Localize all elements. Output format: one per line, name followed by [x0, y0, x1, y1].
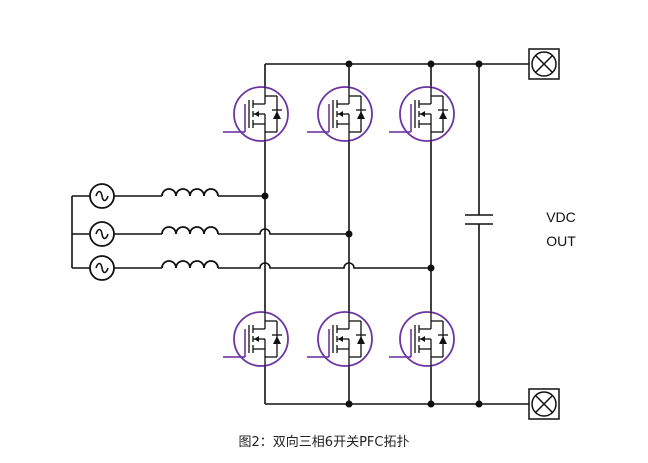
output-label-vdc: VDC: [546, 209, 576, 225]
mosfet-icon: [233, 86, 289, 142]
ac-source-icon: [89, 255, 115, 281]
terminal-icon: [528, 48, 560, 80]
mosfet-icon: [399, 86, 455, 142]
mosfet-icon: [317, 86, 373, 142]
terminal-icon: [528, 388, 560, 420]
mosfet-icon: [317, 311, 373, 367]
junction-dots: [261, 60, 483, 408]
mosfet-icon: [233, 311, 289, 367]
ac-source-icon: [89, 221, 115, 247]
output-label-out: OUT: [546, 233, 576, 249]
ac-input: [71, 195, 431, 269]
mosfet-icon: [399, 311, 455, 367]
bridge-legs: [264, 64, 432, 404]
inductor-icon: [161, 260, 219, 269]
figure-caption: 图2：双向三相6开关PFC拓扑: [238, 435, 410, 450]
inductor-icon: [161, 188, 219, 197]
inductor-icon: [161, 226, 219, 235]
capacitor-icon: [465, 64, 493, 404]
gate-drive-lines: [223, 131, 401, 358]
ac-source-icon: [89, 183, 115, 209]
